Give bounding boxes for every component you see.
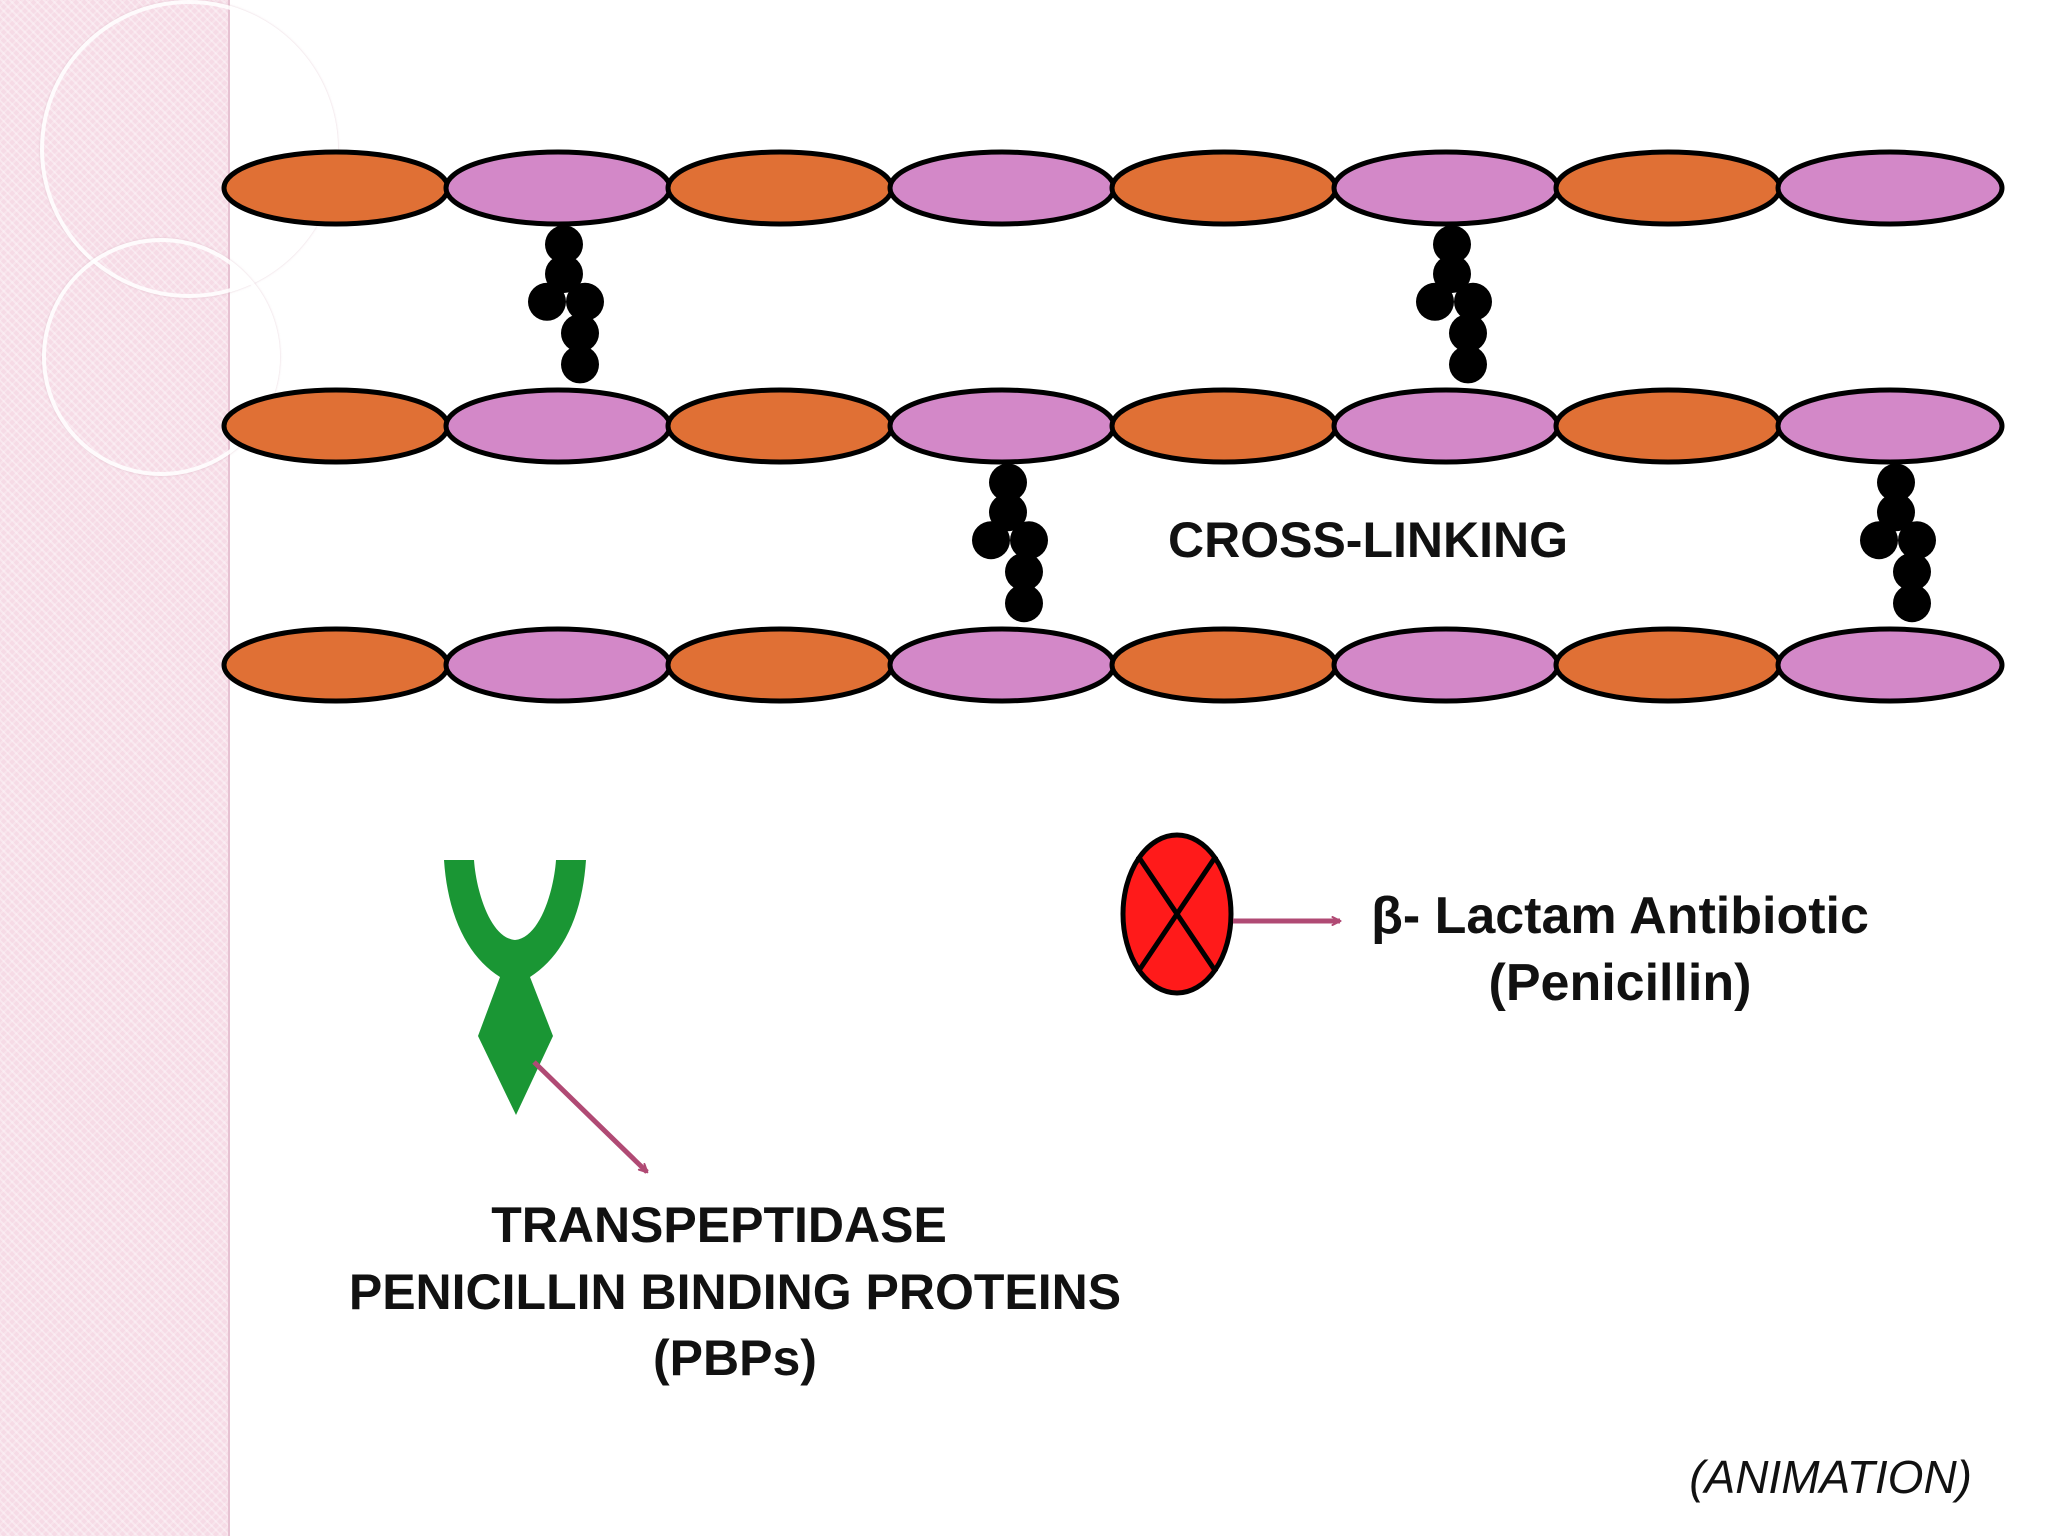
nag-sugar-unit xyxy=(1331,626,1561,704)
crosslink-bead xyxy=(528,282,566,321)
nam-sugar-unit xyxy=(1553,626,1783,704)
nam-sugar-unit xyxy=(1553,387,1783,465)
crosslink-bead xyxy=(1877,493,1915,532)
crosslink-bead xyxy=(566,282,604,321)
enzyme-label-line1: TRANSPEPTIDASE xyxy=(491,1197,947,1253)
nag-sugar-unit xyxy=(443,149,673,227)
antibiotic-label-line1: β- Lactam Antibiotic xyxy=(1371,887,1869,945)
nag-sugar-unit xyxy=(887,626,1117,704)
crosslink-bead xyxy=(972,521,1010,560)
nam-sugar-unit xyxy=(1109,387,1339,465)
crosslink-bead xyxy=(1860,521,1898,560)
crosslink-bead xyxy=(1893,552,1931,591)
nag-sugar-unit xyxy=(1775,149,2005,227)
crosslink-peptide-bridge xyxy=(528,225,604,384)
nam-sugar-unit xyxy=(1553,149,1783,227)
crosslink-bead xyxy=(561,345,599,384)
nag-sugar-unit xyxy=(1775,626,2005,704)
crosslink-bead xyxy=(1416,282,1454,321)
crosslink-bead xyxy=(545,254,583,293)
nam-sugar-unit xyxy=(665,626,895,704)
nam-sugar-unit xyxy=(665,387,895,465)
nam-sugar-unit xyxy=(221,149,451,227)
enzyme-label-line3: (PBPs) xyxy=(653,1330,817,1386)
glycan-strands-group xyxy=(221,149,2005,704)
transpeptidase-icon xyxy=(444,860,586,1115)
nag-sugar-unit xyxy=(1331,387,1561,465)
crosslink-bead xyxy=(1449,345,1487,384)
crosslink-bead xyxy=(1010,521,1048,560)
cross-linking-label: CROSS-LINKING xyxy=(1168,512,1568,568)
nam-sugar-unit xyxy=(1109,626,1339,704)
animation-caption: (ANIMATION) xyxy=(1689,1451,1972,1503)
nag-sugar-unit xyxy=(443,387,673,465)
crosslink-bead xyxy=(989,463,1027,502)
crosslink-bead xyxy=(1454,282,1492,321)
nam-sugar-unit xyxy=(221,626,451,704)
crosslink-bead xyxy=(989,493,1027,532)
crosslinks-group xyxy=(528,225,1936,623)
nam-sugar-unit xyxy=(221,387,451,465)
crosslink-peptide-bridge xyxy=(1860,463,1936,623)
crosslink-peptide-bridge xyxy=(1416,225,1492,384)
enzyme-label-line2: PENICILLIN BINDING PROTEINS xyxy=(349,1264,1121,1320)
crosslink-bead xyxy=(561,314,599,353)
sidebar-ring-small xyxy=(42,238,280,476)
crosslink-bead xyxy=(1893,584,1931,623)
nag-sugar-unit xyxy=(1775,387,2005,465)
decorative-sidebar xyxy=(0,0,338,1536)
crosslink-bead xyxy=(1433,254,1471,293)
crosslink-bead xyxy=(1877,463,1915,502)
glycan-strand-1 xyxy=(221,149,2005,227)
glycan-strand-2 xyxy=(221,387,2005,465)
nag-sugar-unit xyxy=(887,387,1117,465)
crosslink-bead xyxy=(1898,521,1936,560)
nam-sugar-unit xyxy=(665,149,895,227)
crosslink-bead xyxy=(1005,552,1043,591)
crosslink-peptide-bridge xyxy=(972,463,1048,623)
nag-sugar-unit xyxy=(1331,149,1561,227)
crosslink-bead xyxy=(1449,314,1487,353)
crosslink-bead xyxy=(1433,225,1471,264)
antibiotic-label-line2: (Penicillin) xyxy=(1489,954,1752,1012)
enzyme-pointer-arrow xyxy=(532,1060,649,1174)
nag-sugar-unit xyxy=(887,149,1117,227)
crosslink-bead xyxy=(545,225,583,264)
crosslink-bead xyxy=(1005,584,1043,623)
nag-sugar-unit xyxy=(443,626,673,704)
glycan-strand-3 xyxy=(221,626,2005,704)
beta-lactam-icon xyxy=(1120,832,1234,996)
nam-sugar-unit xyxy=(1109,149,1339,227)
